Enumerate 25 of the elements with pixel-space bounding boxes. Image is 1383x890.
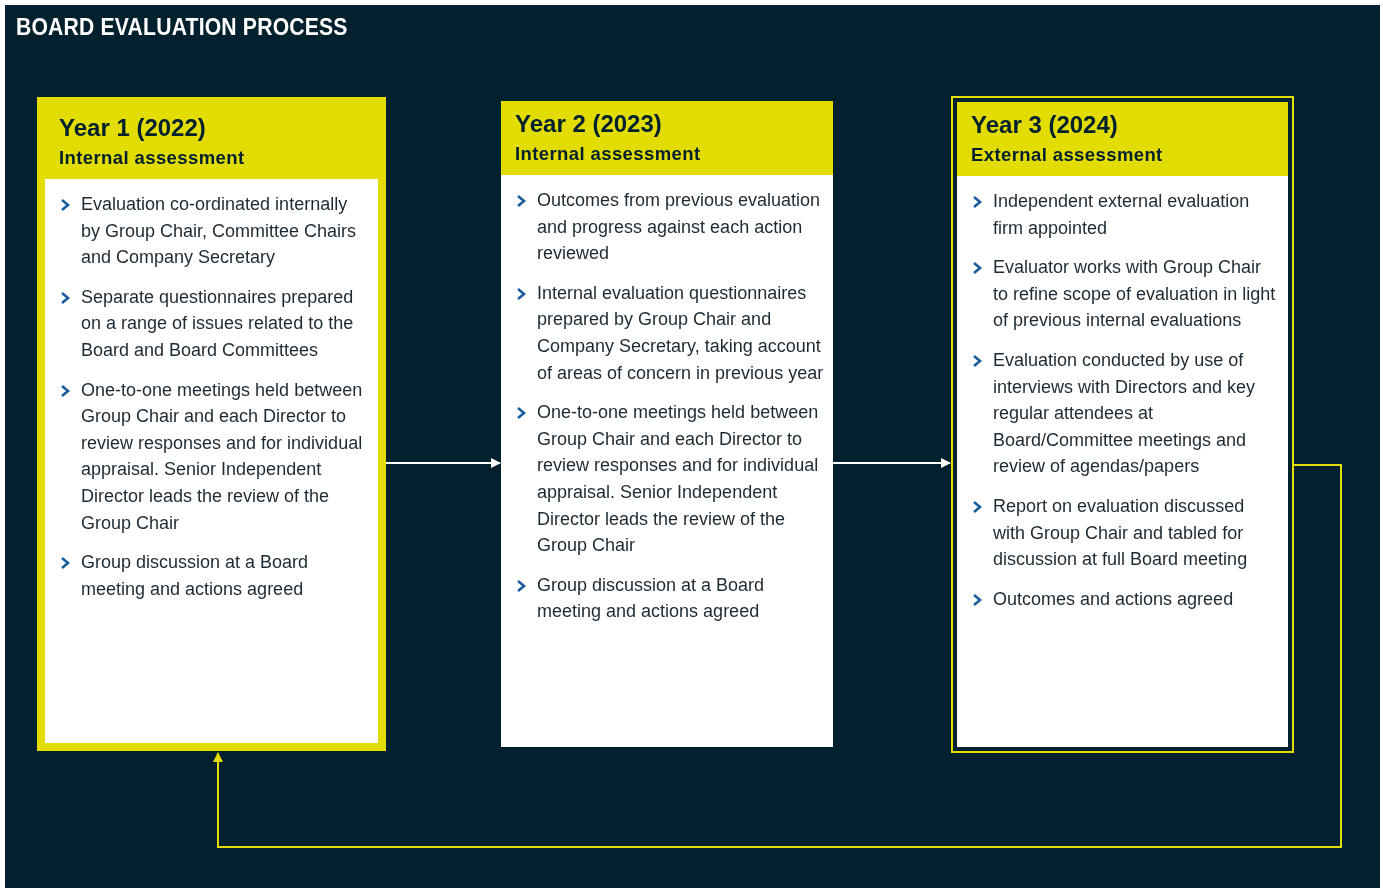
bullet-text: Evaluation conducted by use of interviews with Directors and key regular attendees at Board/Committee meetings and review of agendas/papers	[993, 348, 1257, 479]
bullet-text: One-to-one meetings held between Group Chair and each Director to review responses and for individual appraisal. Senior Independent Director leads the review of the Group Chair	[81, 378, 364, 535]
card-heading: Year 2 (2023)	[515, 109, 663, 139]
year-card	[951, 96, 1294, 753]
bullet-text: Outcomes and actions agreed	[993, 587, 1234, 611]
arrow	[213, 464, 1342, 848]
card-subheading: Internal assessment	[59, 146, 246, 170]
arrow	[832, 458, 951, 468]
bullet-text: Group discussion at a Board meeting and actions agreed	[81, 551, 310, 601]
bullet-text: Independent external evaluation firm appointed	[993, 190, 1251, 240]
card-subheading: External assessment	[971, 143, 1164, 167]
bullet-text: Internal evaluation questionnaires prepared by Group Chair and Company Secretary, taking account of areas of concern in previous year	[537, 281, 825, 385]
bullet-text: Separate questionnaires prepared on a range of issues related to the Board and Board Committees	[81, 285, 355, 362]
bullet-text: One-to-one meetings held between Group Chair and each Director to review responses and for individual appraisal. Senior Independent Director leads the review of the Group Chair	[537, 401, 820, 558]
card-heading: Year 3 (2024)	[971, 110, 1119, 140]
year-card	[37, 97, 386, 751]
bullet-text: Group discussion at a Board meeting and actions agreed	[537, 573, 766, 624]
bullet-text: Report on evaluation discussed with Group Chair and tabled for discussion at full Board meeting	[993, 494, 1249, 572]
arrow	[385, 458, 501, 468]
bullet-text: Outcomes from previous evaluation and progress against each action reviewed	[537, 189, 822, 266]
bullet-text: Evaluator works with Group Chair to refine scope of evaluation in light of previous internal evaluations	[993, 256, 1277, 333]
card-heading: Year 1 (2022)	[59, 113, 207, 143]
bullet-text: Evaluation co-ordinated internally by Group Chair, Committee Chairs and Company Secretary	[81, 193, 358, 270]
card-subheading: Internal assessment	[515, 142, 702, 166]
diagram-title: BOARD EVALUATION PROCESS	[16, 14, 348, 41]
